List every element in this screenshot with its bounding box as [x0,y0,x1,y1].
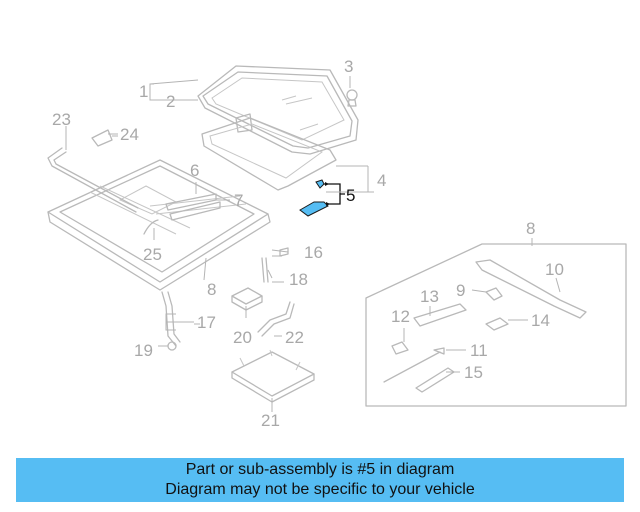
bracket-part-5 [299,179,345,217]
label-11: 11 [470,341,488,360]
banner-line-disclaimer: Diagram may not be specific to your vehi… [165,481,475,498]
label-17: 17 [197,313,216,332]
label-19: 19 [134,341,153,360]
label-13: 13 [420,287,439,306]
label-9: 9 [456,281,465,300]
info-banner: Part or sub-assembly is #5 in diagram Di… [16,458,624,502]
label-16: 16 [304,243,323,262]
label-20: 20 [233,328,252,347]
sunroof-housing [47,159,271,291]
seal-part-23 [47,147,139,213]
label-1: 1 [139,82,148,101]
label-7: 7 [234,191,243,210]
glass-panel [197,65,359,155]
inset-box [365,243,627,407]
tray-part-21 [231,349,315,403]
label-6: 6 [190,161,199,180]
callout-labels: 1 2 3 4 5 6 7 8 8 9 10 11 12 13 14 15 16… [52,57,564,430]
label-8-inset: 8 [526,219,535,238]
label-3: 3 [344,57,353,76]
cable-part-25 [143,219,159,235]
sunshade-frame [201,117,337,191]
label-8-main: 8 [207,280,216,299]
label-21: 21 [261,411,280,430]
clip-part-24 [91,129,113,147]
bolt-part-3 [346,89,358,107]
label-15: 15 [464,363,483,382]
label-18: 18 [289,270,308,289]
label-24: 24 [120,125,139,144]
label-25: 25 [143,245,162,264]
label-10: 10 [545,260,564,279]
drain-hoses [161,247,289,351]
label-14: 14 [531,311,550,330]
label-5: 5 [346,186,355,205]
label-dashes [112,135,284,337]
rail-part-6 [165,193,221,221]
inset-parts [383,259,587,393]
banner-line-part: Part or sub-assembly is #5 in diagram [185,461,455,478]
label-23: 23 [52,110,71,129]
label-12: 12 [391,307,410,326]
label-4: 4 [377,171,386,190]
label-22: 22 [285,328,304,347]
label-2: 2 [166,92,175,111]
leader-lines [65,76,561,412]
